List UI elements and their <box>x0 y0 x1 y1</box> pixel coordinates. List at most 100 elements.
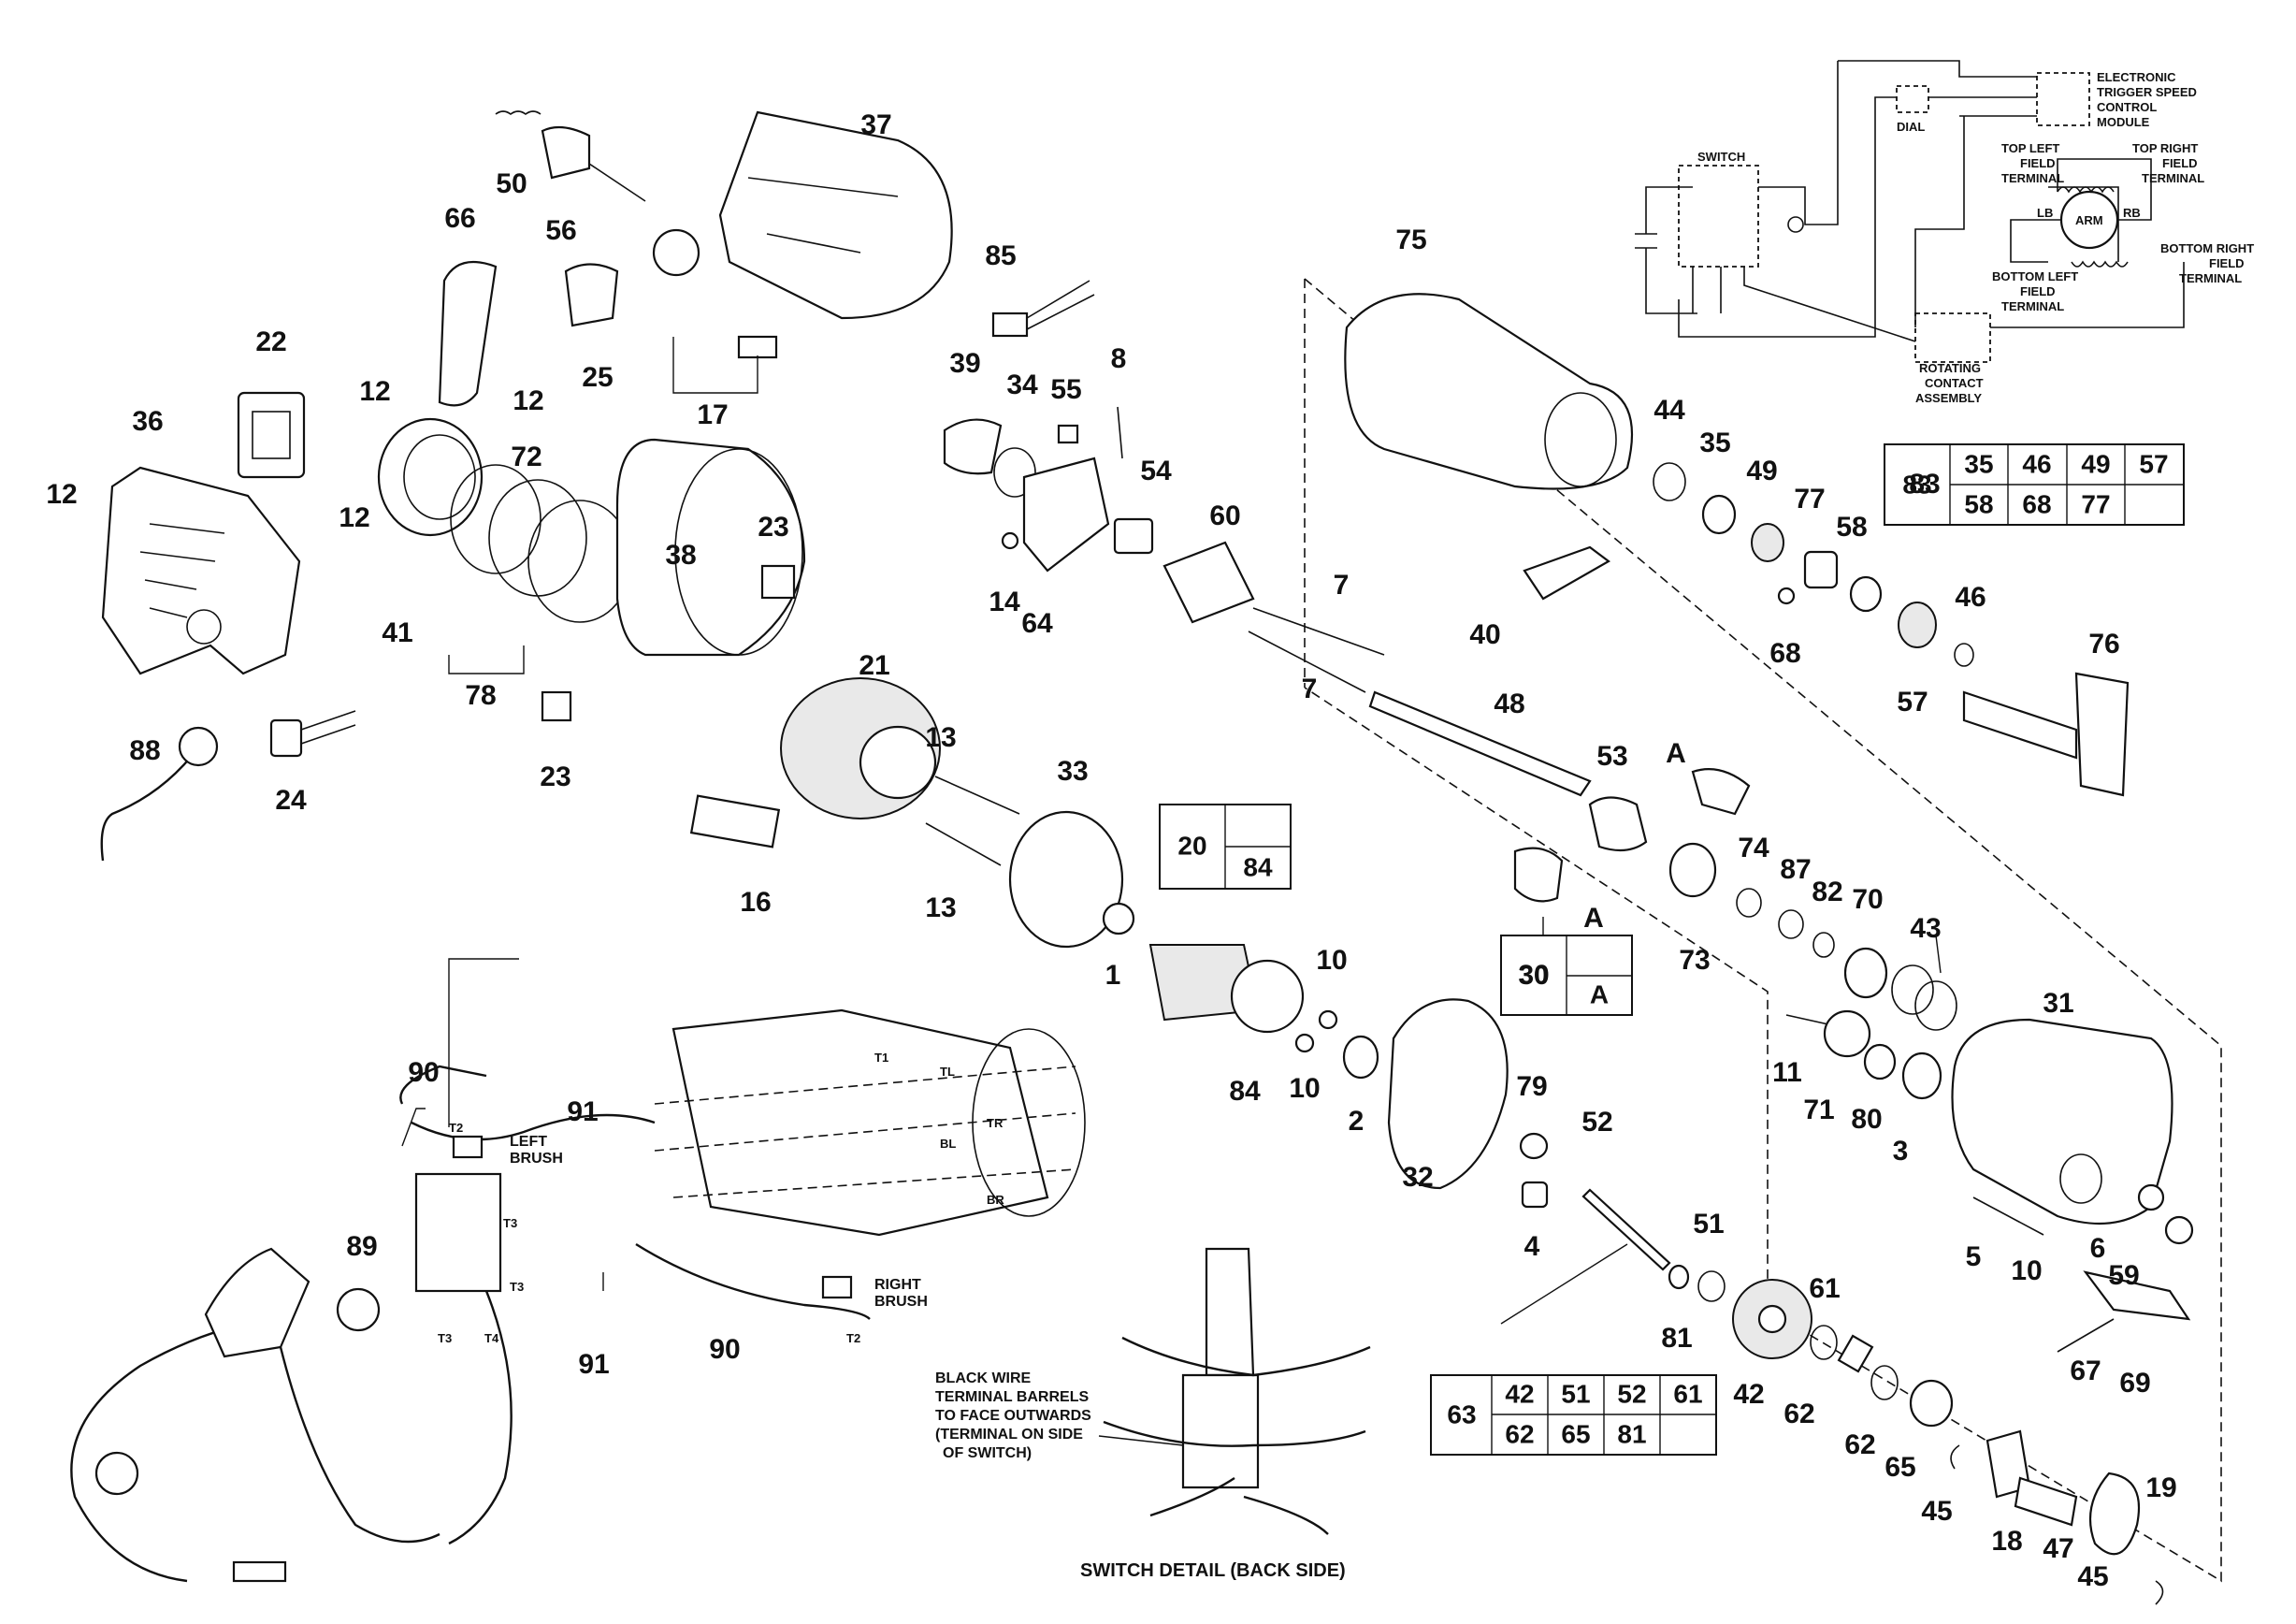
motor-housing-38 <box>615 438 806 657</box>
screw-5 <box>1972 1196 2044 1236</box>
switch-box <box>1678 165 1759 268</box>
left-brush-label-2: BRUSH <box>510 1151 563 1167</box>
clip-45b <box>2155 1580 2164 1605</box>
part-A-upper <box>1691 768 1751 816</box>
dial-label: DIAL <box>1897 120 1925 134</box>
bracket-39 <box>943 418 1003 475</box>
callout-16: 16 <box>740 887 771 918</box>
callout-21: 21 <box>859 650 889 681</box>
callout-78: 78 <box>465 680 496 711</box>
switch-note: BLACK WIRE TERMINAL BARRELS TO FACE OUTW… <box>935 1370 1346 1581</box>
callout-23: 23 <box>540 761 570 792</box>
t30-cell-A: A <box>1590 979 1609 1008</box>
ring-62a <box>1810 1325 1838 1360</box>
plate-inner <box>252 411 291 459</box>
bushing-4 <box>1521 1181 1549 1209</box>
callout-58: 58 <box>1836 512 1867 543</box>
screw-14 <box>1001 531 1019 550</box>
table-30-label: 30 <box>1519 960 1548 989</box>
callout-34: 34 <box>1006 370 1038 400</box>
speed-module-box <box>2036 72 2090 126</box>
dial-17 <box>652 228 700 277</box>
callout-90: 90 <box>709 1334 740 1365</box>
motor-assembly-outline <box>671 1008 1049 1237</box>
ring-43a <box>1891 964 1934 1015</box>
dial-knob <box>336 1287 381 1332</box>
table-20-84: 20 84 <box>1159 804 1292 890</box>
callout-44: 44 <box>1653 395 1685 426</box>
harness-wires <box>70 1290 513 1583</box>
ring-44 <box>1653 462 1686 501</box>
leader-63 <box>1500 1243 1628 1325</box>
callout-77: 77 <box>1794 484 1825 515</box>
seal-80 <box>1863 1043 1897 1080</box>
top-field-coil <box>2057 186 2115 194</box>
ring-74 <box>1736 888 1762 918</box>
plate-71 <box>1823 1009 1871 1058</box>
callout-19: 19 <box>2145 1472 2176 1503</box>
callout-8: 8 <box>1111 343 1127 374</box>
callout-33: 33 <box>1057 756 1088 787</box>
t83-r0c0: 35 <box>1964 449 1993 478</box>
t83-r1c2: 77 <box>2081 489 2110 518</box>
callout-25: 25 <box>582 362 613 393</box>
label-tr: TR <box>987 1116 1004 1130</box>
shoe-76 <box>1962 690 2078 760</box>
cap-59 <box>2164 1215 2194 1245</box>
callout-35: 35 <box>1699 428 1730 458</box>
switch-label: SWITCH <box>1697 150 1745 164</box>
module-label-2: TRIGGER SPEED <box>2097 85 2197 99</box>
t63-r0c0: 42 <box>1505 1379 1534 1408</box>
callout-24: 24 <box>275 785 307 816</box>
leader-17 <box>672 337 758 394</box>
connector-plug <box>232 1560 287 1583</box>
callout-4: 4 <box>1524 1231 1540 1262</box>
wire-90b <box>635 1242 871 1320</box>
ring-43b <box>1914 980 1957 1031</box>
rb-label: RB <box>2123 206 2141 220</box>
callout-56: 56 <box>545 215 576 246</box>
callout-7: 7 <box>1302 674 1318 704</box>
callout-76: 76 <box>2088 629 2119 660</box>
ring-87 <box>1778 909 1804 939</box>
sleeve-60 <box>1162 541 1255 624</box>
latch-40 <box>1523 545 1610 601</box>
dial-box <box>1896 85 1929 113</box>
callout-57: 57 <box>1897 687 1928 718</box>
ball-68 <box>1777 587 1796 605</box>
callout-81: 81 <box>1661 1323 1692 1354</box>
callout-2: 2 <box>1349 1106 1365 1137</box>
note-line-2: TERMINAL BARRELS <box>935 1389 1089 1405</box>
ring-72-a <box>450 464 542 574</box>
lever-19 <box>2088 1472 2141 1556</box>
screw-10a <box>1318 1009 1338 1030</box>
note-line-3: TO FACE OUTWARDS <box>935 1408 1091 1424</box>
t83-r1c1: 68 <box>2022 489 2051 518</box>
cord-socket <box>94 1451 139 1496</box>
bottom-left-label-2: FIELD <box>2020 284 2056 298</box>
nut-6 <box>2137 1183 2165 1211</box>
callout-38: 38 <box>665 540 696 571</box>
callout-71: 71 <box>1803 1095 1834 1125</box>
bracket-69 <box>2083 1270 2191 1321</box>
rotating-label-1: ROTATING <box>1919 361 1981 375</box>
holder-53 <box>1588 796 1648 852</box>
module-label-3: CONTROL <box>2097 100 2157 114</box>
armature-fan <box>1230 959 1305 1034</box>
callout-74: 74 <box>1738 833 1769 863</box>
label-t3-a: T3 <box>503 1216 517 1230</box>
plunger-48 <box>1368 690 1592 797</box>
switch-25 <box>564 263 619 327</box>
switch-detail-top <box>1205 1247 1255 1377</box>
control-module <box>414 1172 502 1293</box>
callout-49: 49 <box>1746 456 1777 486</box>
screw-8 <box>1117 406 1123 459</box>
motor-dash-lines <box>654 1066 1076 1198</box>
bearing-35 <box>1701 494 1737 535</box>
callout-A: A <box>1666 738 1686 769</box>
table-83: 83 35 46 49 57 58 68 77 <box>1884 443 2185 526</box>
cord-clamp-24 <box>269 718 303 758</box>
callout-10: 10 <box>1316 945 1347 976</box>
callout-65: 65 <box>1884 1452 1915 1483</box>
